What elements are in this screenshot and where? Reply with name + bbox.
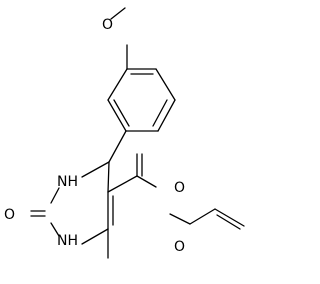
bond-c2-n1 — [50, 222, 60, 237]
bond-ester-o-ch2 — [169, 213, 191, 225]
ring-bond — [107, 68, 128, 101]
ring-bond — [155, 68, 176, 101]
carbonyl-o-left-label: O — [4, 207, 15, 223]
bond-ch2-ch — [189, 208, 216, 225]
bond-n1-c6 — [81, 228, 109, 245]
ring-double-bond — [113, 99, 130, 127]
bond-methyl-methoxy-o — [110, 7, 126, 20]
ring-double-bond — [152, 99, 168, 127]
bond-aryl-c4 — [108, 130, 127, 163]
bond-ch-ch2-double — [216, 214, 241, 230]
pyrimidinone-ring — [50, 161, 114, 245]
bond-ester-c-o — [136, 175, 157, 188]
nh-bottom-label: NH — [57, 233, 78, 249]
ring-bond — [157, 99, 176, 132]
bond-c5-c4 — [107, 161, 110, 193]
ring-bond — [107, 99, 127, 132]
bond-c4-n3 — [81, 161, 110, 178]
methoxy-o-label: O — [102, 17, 113, 33]
benzene-ring — [107, 68, 176, 132]
molecule-drawing: O NH NH O O O — [4, 7, 245, 259]
ester-carbonyl-o-label: O — [174, 180, 185, 196]
nh-top-label: NH — [57, 174, 78, 190]
bond-n3-c2 — [50, 187, 60, 204]
ester-o-label: O — [174, 239, 185, 255]
bond-c5-ester-c — [107, 175, 138, 193]
bond-ch-ch2 — [214, 208, 245, 227]
structure-diagram: O NH NH O O O — [4, 7, 245, 259]
